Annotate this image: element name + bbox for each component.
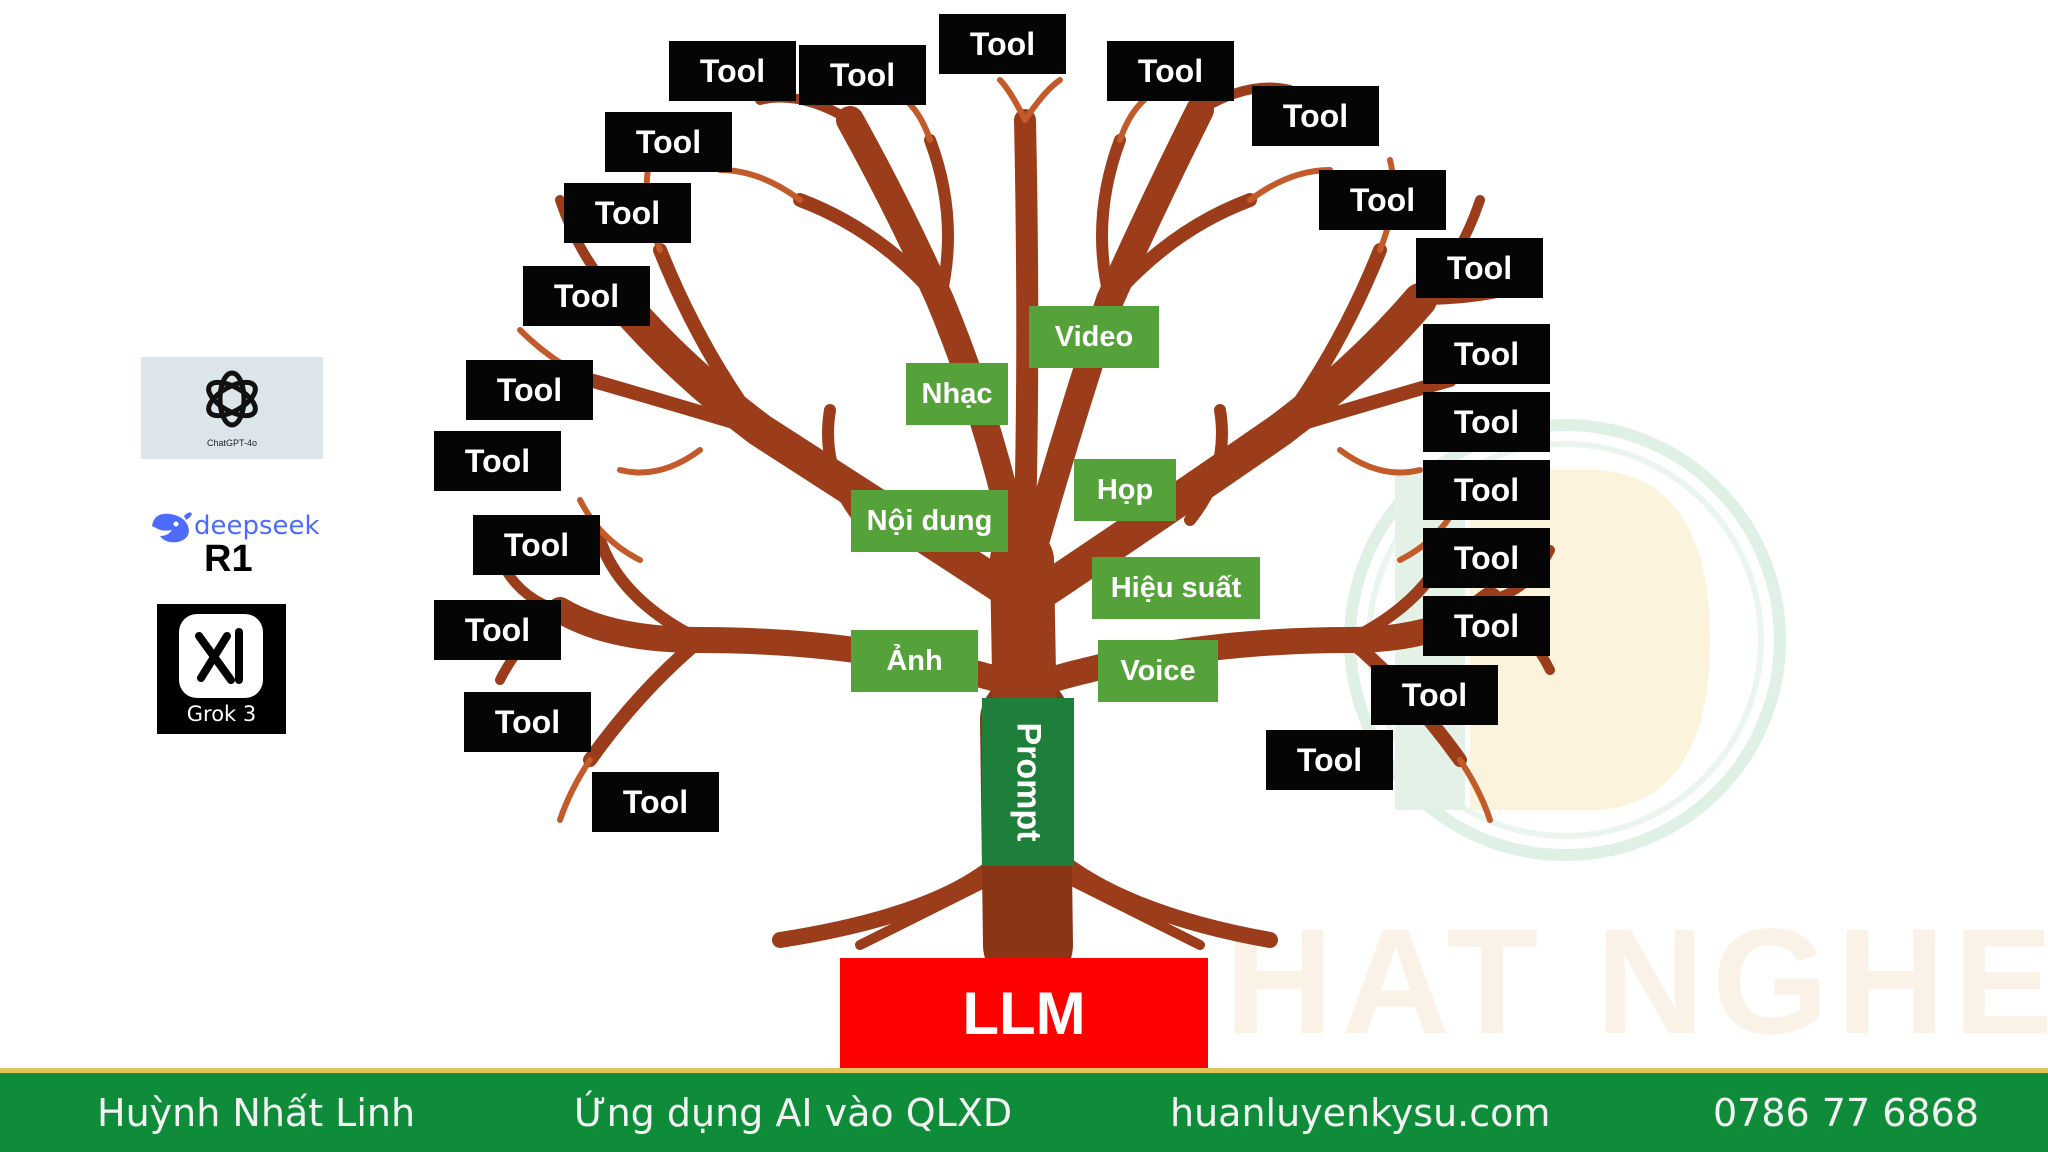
tool-box-7: Tool bbox=[564, 183, 691, 243]
tool-box-22: Tool bbox=[1266, 730, 1393, 790]
tool-box-17: Tool bbox=[1423, 528, 1550, 588]
deepseek-name: deepseek bbox=[194, 511, 320, 541]
tool-box-10: Tool bbox=[523, 266, 650, 326]
tool-box-3: Tool bbox=[939, 14, 1066, 74]
tool-box-14: Tool bbox=[434, 431, 561, 491]
tool-box-2: Tool bbox=[799, 45, 926, 105]
tool-box-6: Tool bbox=[605, 112, 732, 172]
tool-box-9: Tool bbox=[1416, 238, 1543, 298]
tool-box-1: Tool bbox=[669, 41, 796, 101]
chatgpt-caption: ChatGPT-4o bbox=[206, 438, 258, 448]
prompt-trunk-label: Prompt bbox=[982, 698, 1074, 866]
grok-caption: Grok 3 bbox=[186, 702, 257, 726]
tool-box-13: Tool bbox=[1423, 392, 1550, 452]
footer-course: Ứng dụng AI vào QLXD bbox=[574, 1091, 1013, 1135]
prompt-text: Prompt bbox=[1009, 722, 1048, 842]
tool-box-20: Tool bbox=[464, 692, 591, 752]
tool-box-8: Tool bbox=[1319, 170, 1446, 230]
footer-bar: Huỳnh Nhất Linh Ứng dụng AI vào QLXD hua… bbox=[0, 1073, 2048, 1152]
tool-box-19: Tool bbox=[1423, 596, 1550, 656]
branch-label-hieu-suat: Hiệu suất bbox=[1092, 557, 1260, 619]
deepseek-version: R1 bbox=[204, 538, 253, 580]
branch-label-nhac: Nhạc bbox=[906, 363, 1008, 425]
deepseek-whale-icon bbox=[152, 512, 192, 543]
watermark-text: HAT NGHE bbox=[1225, 897, 2048, 1065]
tool-box-18: Tool bbox=[434, 600, 561, 660]
footer-author: Huỳnh Nhất Linh bbox=[97, 1091, 416, 1135]
footer-website: huanluyenkysu.com bbox=[1170, 1091, 1551, 1135]
chatgpt-logo: ChatGPT-4o bbox=[141, 357, 323, 459]
footer-accent-line bbox=[0, 1068, 2048, 1073]
tool-box-16: Tool bbox=[473, 515, 600, 575]
branch-label-video: Video bbox=[1029, 306, 1159, 368]
footer-phone: 0786 77 6868 bbox=[1713, 1091, 1979, 1135]
openai-knot-icon bbox=[206, 370, 258, 428]
branch-label-hop: Họp bbox=[1074, 459, 1176, 521]
tool-box-12: Tool bbox=[466, 360, 593, 420]
grok-logo: Grok 3 bbox=[157, 604, 286, 734]
deepseek-logo: deepseek R1 bbox=[148, 508, 320, 580]
branch-label-anh: Ảnh bbox=[851, 630, 978, 692]
branch-label-voice: Voice bbox=[1098, 640, 1218, 702]
tool-box-21: Tool bbox=[1371, 665, 1498, 725]
llm-base-label: LLM bbox=[840, 958, 1208, 1068]
grok-tile bbox=[179, 614, 263, 698]
grok-x-icon bbox=[195, 628, 243, 684]
tool-box-5: Tool bbox=[1252, 86, 1379, 146]
tool-box-4: Tool bbox=[1107, 41, 1234, 101]
tool-box-23: Tool bbox=[592, 772, 719, 832]
tool-box-15: Tool bbox=[1423, 460, 1550, 520]
branch-label-noi-dung: Nội dung bbox=[851, 490, 1008, 552]
tool-box-11: Tool bbox=[1423, 324, 1550, 384]
